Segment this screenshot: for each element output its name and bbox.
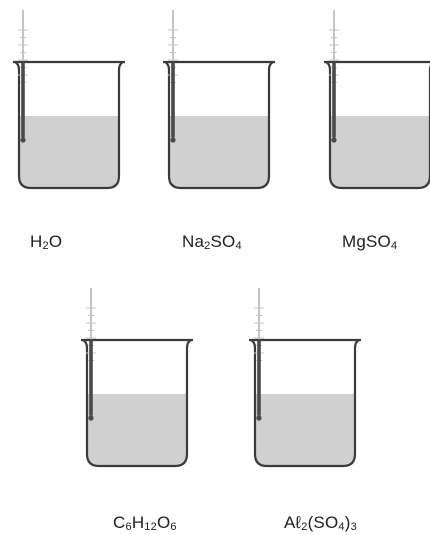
solution [330,116,430,188]
label-na2so4: Na2SO4 [182,232,242,252]
thermometer [18,10,28,143]
label-al2so43: Aℓ2(SO4)3 [284,513,357,533]
beaker-outline [249,338,361,468]
beaker-outline [81,338,193,468]
label-c6h12o6: C6H12O6 [113,513,177,533]
thermometer [168,10,178,143]
solution [255,394,355,466]
beaker-al2so43 [243,288,365,470]
beaker-h2o [7,10,129,192]
thermometer [254,288,264,421]
thermometer [329,10,339,143]
beaker-outline [13,60,125,190]
beaker-mgso4 [318,10,430,192]
solution [19,116,119,188]
thermometer [86,288,96,421]
solution [169,116,269,188]
beaker-c6h12o6 [75,288,197,470]
solution [87,394,187,466]
label-h2o: H2O [30,232,63,252]
beaker-outline [163,60,275,190]
beaker-na2so4 [157,10,279,192]
label-mgso4: MgSO4 [342,232,398,252]
beaker-outline [324,60,430,190]
